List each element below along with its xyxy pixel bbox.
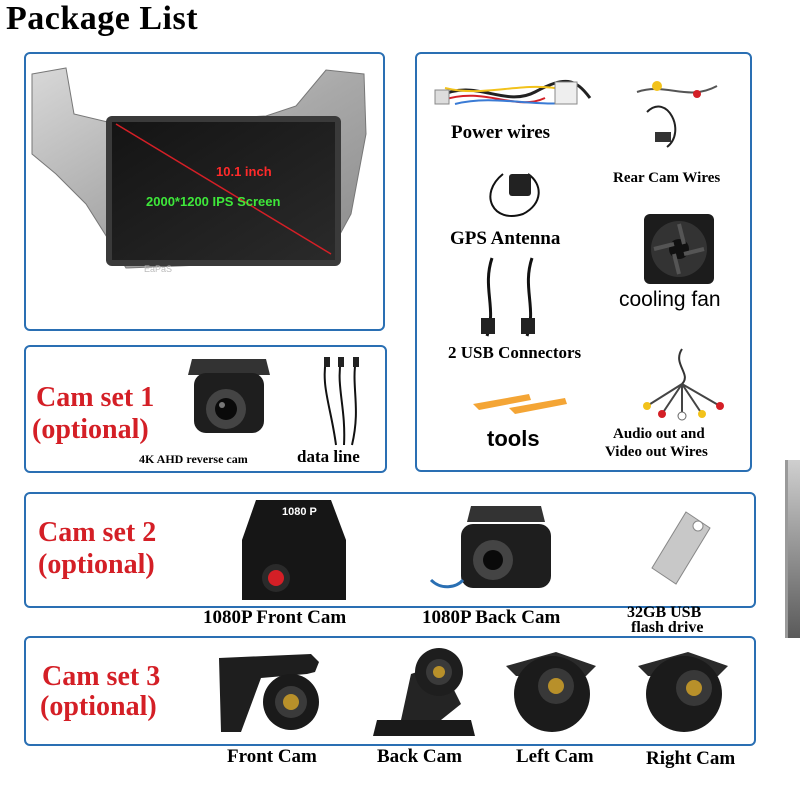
reverse-cam-label: 4K AHD reverse cam bbox=[139, 452, 248, 466]
cam-set-2-box: Cam set 2 (optional) 1080 P bbox=[24, 492, 756, 608]
usb-flash-drive-image bbox=[651, 511, 711, 585]
back-cam-image bbox=[373, 648, 475, 736]
tools-image bbox=[473, 394, 567, 414]
usb-drive-label-line2: flash drive bbox=[631, 619, 704, 636]
front-cam-label: Front Cam bbox=[227, 746, 317, 767]
back-cam-1080p-label: 1080P Back Cam bbox=[422, 607, 561, 628]
tools-label: tools bbox=[487, 426, 540, 451]
power-wires-label: Power wires bbox=[451, 122, 551, 143]
cam-set-3-box: Cam set 3 (optional) bbox=[24, 636, 756, 746]
left-cam-image bbox=[506, 652, 596, 732]
reverse-cam-image bbox=[188, 359, 270, 433]
right-cam-label: Right Cam bbox=[646, 748, 736, 769]
rear-cam-wires-label: Rear Cam Wires bbox=[613, 170, 721, 186]
cam-set-1-box: Cam set 1 (optional) 4K AHD reverse cam … bbox=[24, 345, 387, 473]
cooling-fan-image bbox=[644, 214, 714, 284]
cam-set-3-title-line2: (optional) bbox=[40, 691, 157, 722]
front-cam-1080p-label: 1080P Front Cam bbox=[203, 607, 347, 628]
cam-set-2-title-line1: Cam set 2 bbox=[38, 517, 157, 548]
data-line-label: data line bbox=[297, 447, 360, 466]
page-title: Package List bbox=[6, 0, 199, 37]
gps-antenna-label: GPS Antenna bbox=[450, 228, 561, 249]
screen-size-label: 10.1 inch bbox=[216, 164, 272, 179]
left-cam-label: Left Cam bbox=[516, 746, 594, 767]
head-unit-image bbox=[31, 67, 367, 269]
power-wires-image bbox=[434, 79, 592, 105]
data-line-image bbox=[323, 357, 359, 446]
back-cam-1080p-image bbox=[429, 506, 551, 589]
usb-connectors-image bbox=[481, 257, 535, 337]
audio-video-label-line2: Video out Wires bbox=[605, 444, 708, 460]
usb-drive-label-line1: 32GB USB bbox=[627, 604, 702, 621]
audio-video-wires-image bbox=[643, 348, 724, 421]
rear-cam-wires-image bbox=[636, 81, 718, 148]
right-cam-image bbox=[638, 652, 728, 732]
head-unit-box: 10.1 inch 2000*1200 IPS Screen EaPaS bbox=[24, 52, 385, 331]
front-cam-image bbox=[219, 654, 319, 732]
gps-antenna-image bbox=[489, 173, 540, 217]
cropped-image-edge bbox=[785, 460, 800, 638]
cam-set-1-title-line2: (optional) bbox=[32, 414, 149, 445]
cam-set-1-title-line1: Cam set 1 bbox=[36, 382, 155, 413]
audio-video-label-line1: Audio out and bbox=[613, 426, 705, 442]
cam-set-3-title-line1: Cam set 3 bbox=[42, 661, 161, 692]
front-cam-1080p-image bbox=[242, 500, 346, 600]
back-cam-label: Back Cam bbox=[377, 746, 462, 767]
brand-watermark: EaPaS bbox=[144, 264, 173, 274]
accessories-box: Power wires Rear Cam Wires GPS Antenna c… bbox=[415, 52, 752, 472]
cam-set-2-title-line2: (optional) bbox=[38, 549, 155, 580]
screen-spec-label: 2000*1200 IPS Screen bbox=[146, 194, 281, 209]
front-cam-1080p-badge: 1080 P bbox=[282, 506, 317, 518]
cooling-fan-label: cooling fan bbox=[619, 288, 721, 311]
usb-connectors-label: 2 USB Connectors bbox=[448, 343, 582, 362]
